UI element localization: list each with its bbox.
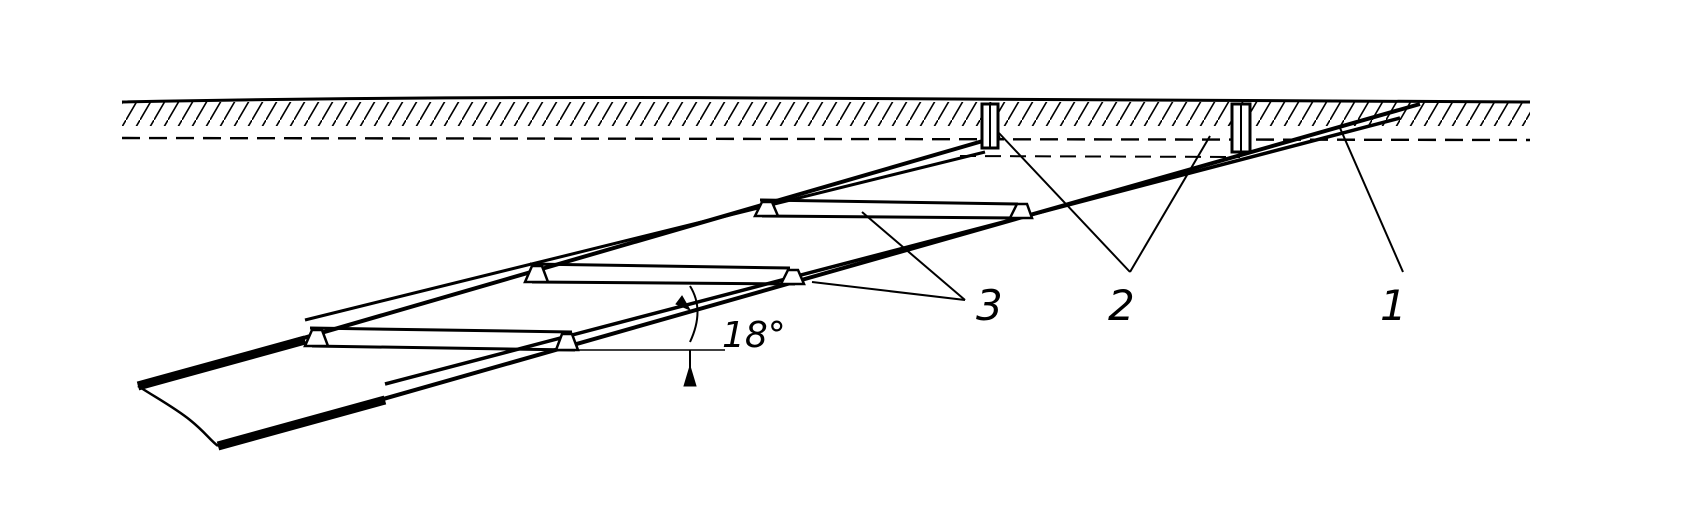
leader-1 bbox=[1339, 127, 1404, 273]
vertical-shafts bbox=[980, 102, 1252, 154]
leader-2a bbox=[997, 131, 1131, 273]
inclined-drift-lower bbox=[216, 102, 1421, 451]
leader-2b bbox=[1129, 135, 1211, 273]
leader-3b bbox=[811, 281, 966, 301]
drift-break-line bbox=[137, 384, 219, 447]
dashed-line-lower bbox=[959, 155, 1241, 158]
cross-cuts bbox=[309, 198, 1021, 352]
cross-cut-level-2 bbox=[529, 262, 796, 286]
angle-label: 18° bbox=[722, 315, 786, 356]
callout-label-2: 2 bbox=[1108, 281, 1135, 330]
inclined-drift-upper bbox=[136, 134, 1001, 391]
leader-3a bbox=[861, 211, 966, 301]
callout-label-3: 3 bbox=[976, 281, 1003, 330]
cross-cut-level-3 bbox=[759, 198, 1021, 220]
ground-surface bbox=[121, 96, 1531, 126]
angle-annotation bbox=[578, 285, 725, 387]
leader-lines bbox=[811, 127, 1404, 301]
cross-cut-level-1 bbox=[309, 326, 576, 352]
support-blocks bbox=[303, 200, 1034, 352]
callout-label-1: 1 bbox=[1380, 281, 1407, 330]
